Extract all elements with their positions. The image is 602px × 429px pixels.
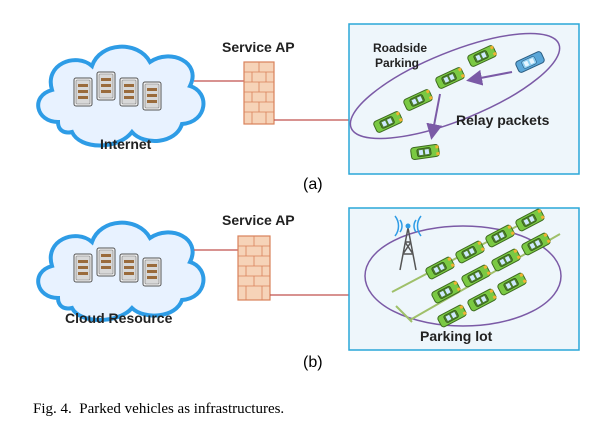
- service-ap-label-b: Service AP: [222, 212, 295, 228]
- firewall-icon: [237, 235, 271, 301]
- internet-cloud-icon: [36, 44, 206, 148]
- firewall-icon: [243, 61, 275, 125]
- cloud-resource-icon: [36, 220, 206, 322]
- roadside-panel: [348, 23, 580, 175]
- cloud-resource-label: Cloud Resource: [65, 310, 173, 326]
- internet-label: Internet: [100, 136, 152, 152]
- subfigure-a-label: (a): [303, 176, 323, 193]
- roadside-parking-label-line2: Parking: [375, 56, 420, 70]
- parking-lot-ellipse: [364, 225, 562, 327]
- roadside-parking-label: Roadside Parking: [373, 41, 427, 71]
- antenna-tower-icon: [394, 215, 422, 271]
- subfigure-b-label: (b): [303, 354, 323, 371]
- relay-arrow: [426, 93, 443, 140]
- relay-packets-label: Relay packets: [456, 112, 550, 128]
- roadside-parking-label-line1: Roadside: [373, 41, 428, 55]
- roadside-ellipse: [349, 32, 561, 140]
- figure-caption: Fig. 4. Parked vehicles as infrastructur…: [33, 401, 285, 417]
- service-ap-label: Service AP: [222, 39, 295, 55]
- parking-lot-label: Parking lot: [420, 328, 493, 344]
- relay-arrow: [466, 69, 513, 86]
